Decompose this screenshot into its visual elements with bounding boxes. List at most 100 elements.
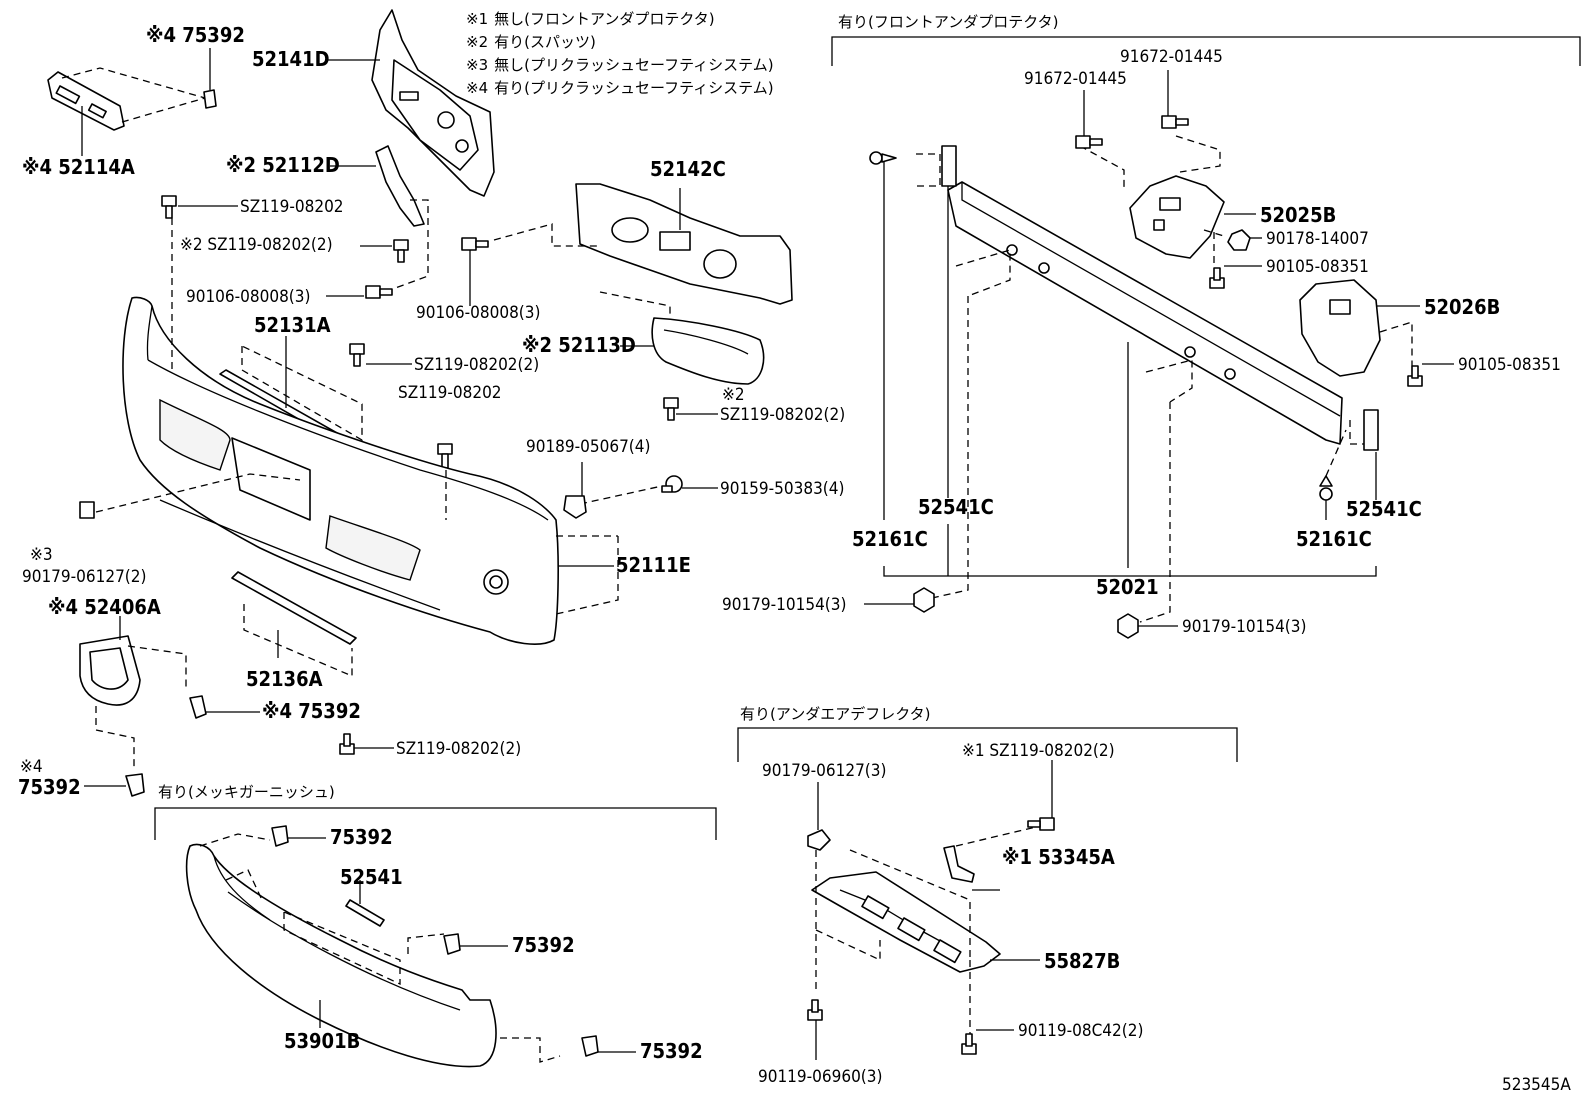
nut-90179-10154-a bbox=[913, 587, 935, 613]
nut-90179-10154-b bbox=[1117, 613, 1139, 639]
bumper-52111E bbox=[122, 296, 559, 645]
group-title-plated-garnish: 有り(メッキガーニッシュ) bbox=[158, 783, 335, 801]
label-52025B: 52025B bbox=[1260, 203, 1336, 227]
clip-52161C-a bbox=[869, 151, 897, 165]
label-90106-b: 90106-08008(3) bbox=[416, 303, 540, 323]
bolt-sz119-g bbox=[1027, 817, 1055, 831]
label-90105-b: 90105-08351 bbox=[1458, 355, 1561, 375]
deflector-55827B bbox=[811, 871, 1001, 973]
label-52541C-a: 52541C bbox=[918, 495, 994, 519]
bracket-52114A bbox=[47, 71, 125, 131]
label-53345A: ※1 53345A bbox=[1002, 845, 1115, 869]
label-sz119-c: SZ119-08202(2) bbox=[414, 355, 539, 375]
group-plated-garnish: 有り(メッキガーニッシュ) bbox=[154, 783, 717, 840]
clip-75392-g3 bbox=[581, 1035, 599, 1057]
label-55827B: 55827B bbox=[1044, 949, 1120, 973]
diagram-id: 523545A bbox=[1502, 1075, 1571, 1095]
bolt-sz119-e bbox=[663, 397, 679, 421]
bolt-91672-a bbox=[1075, 135, 1103, 149]
reinforcement-52021 bbox=[947, 181, 1343, 445]
bolt-sz119-f bbox=[339, 733, 355, 755]
part-labels: ※4 75392 ※4 52114A 52141D ※2 52112D SZ11… bbox=[18, 23, 1571, 1095]
label-90179-06127: 90179-06127(2) bbox=[22, 567, 146, 587]
label-90179-10154-a: 90179-10154(3) bbox=[722, 595, 846, 615]
label-52142C: 52142C bbox=[650, 157, 726, 181]
bolt-sz119-a bbox=[161, 195, 177, 219]
leader-lines bbox=[81, 48, 1454, 1053]
label-52114A: ※4 52114A bbox=[22, 155, 135, 179]
clip-75392-g2 bbox=[443, 933, 461, 955]
screw-90159 bbox=[661, 475, 683, 493]
label-sz119-e-mark: ※2 bbox=[722, 385, 745, 405]
group-title-under-air-deflector: 有り(アンダエアデフレクタ) bbox=[740, 705, 931, 723]
label-52541: 52541 bbox=[340, 865, 403, 889]
bezel-52406A bbox=[79, 635, 141, 706]
bolt-90106-b bbox=[461, 237, 489, 251]
label-90159: 90159-50383(4) bbox=[720, 479, 844, 499]
nut-90179-06127 bbox=[79, 501, 95, 519]
label-52161C-b: 52161C bbox=[1296, 527, 1372, 551]
bolt-sz119-b bbox=[393, 239, 409, 263]
label-sz119-b: ※2 SZ119-08202(2) bbox=[180, 235, 333, 255]
label-90119-08C42: 90119-08C42(2) bbox=[1018, 1021, 1143, 1041]
label-90105-a: 90105-08351 bbox=[1266, 257, 1369, 277]
label-90179-10154-b: 90179-10154(3) bbox=[1182, 617, 1306, 637]
label-53901B: 53901B bbox=[284, 1029, 360, 1053]
bracket-52025B bbox=[1129, 175, 1225, 259]
label-90106-a: 90106-08008(3) bbox=[186, 287, 310, 307]
label-52111E: 52111E bbox=[616, 553, 691, 577]
bolt-sz119-c bbox=[349, 343, 365, 367]
label-sz119-g: ※1 SZ119-08202(2) bbox=[962, 741, 1115, 761]
bolt-90106-a bbox=[365, 285, 393, 299]
bolt-91672-b bbox=[1161, 115, 1189, 129]
spat-52113D bbox=[651, 317, 765, 385]
support-52141D bbox=[371, 9, 495, 197]
label-90179-06127-mark: ※3 bbox=[30, 545, 53, 565]
label-52136A: 52136A bbox=[246, 667, 323, 691]
clip-75392-g1 bbox=[271, 825, 289, 847]
label-90178: 90178-14007 bbox=[1266, 229, 1369, 249]
label-91672-a: 91672-01445 bbox=[1120, 47, 1223, 67]
label-75392-g1: 75392 bbox=[330, 825, 393, 849]
garnish-53901B bbox=[185, 843, 497, 1068]
bolt-90105-a bbox=[1209, 267, 1225, 289]
bolt-sz119-d bbox=[437, 443, 453, 469]
label-sz119-d: SZ119-08202 bbox=[398, 383, 502, 403]
bracket-52112D bbox=[375, 145, 425, 227]
clip-90189 bbox=[563, 495, 587, 519]
pad-52541C-a bbox=[941, 145, 957, 187]
label-52406A: ※4 52406A bbox=[48, 595, 161, 619]
label-75392-g2: 75392 bbox=[512, 933, 575, 957]
label-75392-top: ※4 75392 bbox=[146, 23, 245, 47]
label-52112D: ※2 52112D bbox=[226, 153, 340, 177]
label-52161C-a: 52161C bbox=[852, 527, 928, 551]
label-75392-left: 75392 bbox=[18, 775, 81, 799]
bolt-90119-08C42 bbox=[961, 1033, 977, 1055]
bolt-90119-06960 bbox=[807, 999, 823, 1021]
clip-75392-mid bbox=[189, 695, 207, 719]
label-52141D: 52141D bbox=[252, 47, 330, 71]
bolt-90105-b bbox=[1407, 365, 1423, 387]
clip-52161C-b bbox=[1319, 475, 1333, 501]
label-90179-06127-b: 90179-06127(3) bbox=[762, 761, 886, 781]
bracket-53345A bbox=[943, 845, 975, 883]
label-sz119-a: SZ119-08202 bbox=[240, 197, 344, 217]
label-52026B: 52026B bbox=[1424, 295, 1500, 319]
nut-90179-06127-b bbox=[807, 829, 831, 851]
label-75392-left-mark: ※4 bbox=[20, 757, 43, 777]
label-75392-g3: 75392 bbox=[640, 1039, 703, 1063]
label-90189: 90189-05067(4) bbox=[526, 437, 650, 457]
pad-52541C-b bbox=[1363, 409, 1379, 451]
garnish-52136A bbox=[231, 571, 357, 645]
support-52142C bbox=[575, 183, 793, 305]
strip-52541 bbox=[345, 899, 385, 927]
group-title-front-under-protector: 有り(フロントアンダプロテクタ) bbox=[838, 13, 1059, 31]
group-under-air-deflector: 有り(アンダエアデフレクタ) bbox=[737, 705, 1238, 762]
label-sz119-e: SZ119-08202(2) bbox=[720, 405, 845, 425]
